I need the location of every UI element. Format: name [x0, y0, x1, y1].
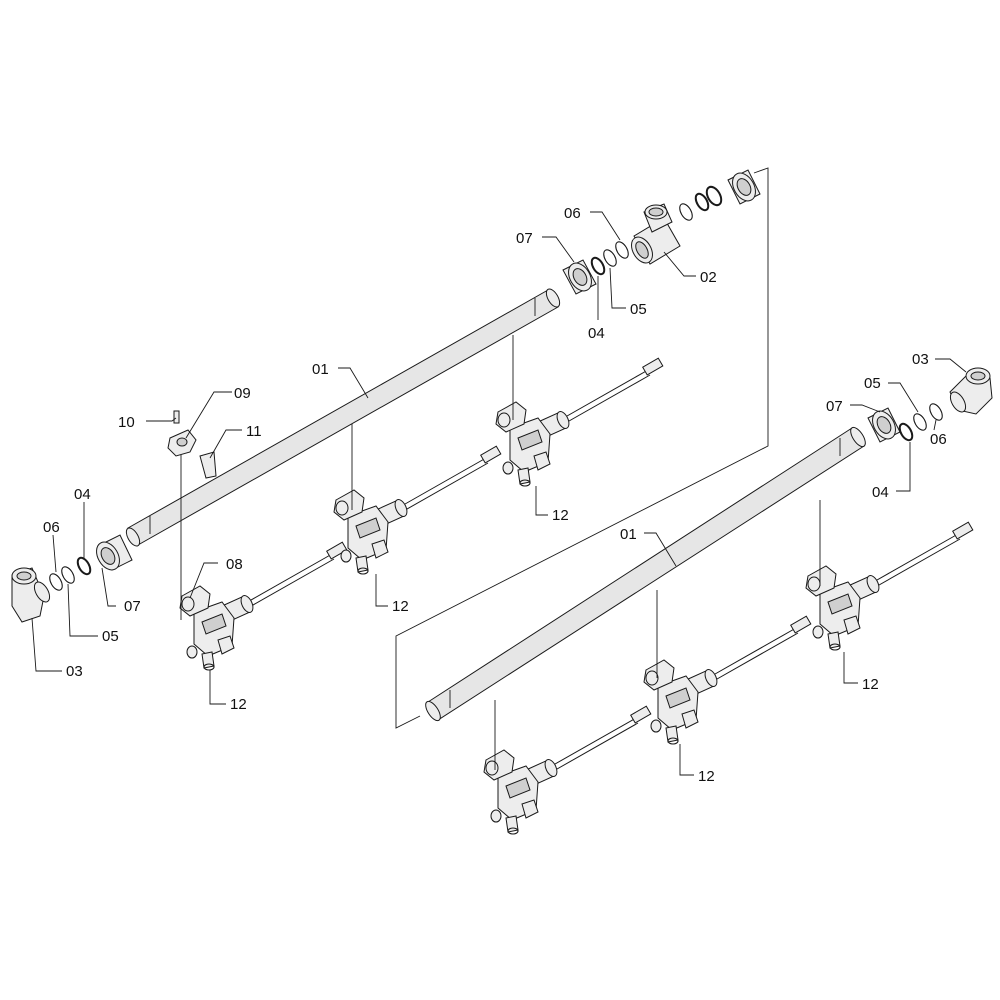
callout-01-upper: 01 — [312, 361, 329, 378]
callout-09: 09 — [234, 385, 251, 402]
elbow-03-right — [949, 367, 993, 415]
ring-04-upper — [590, 256, 606, 276]
nozzle-body-lower-2 — [643, 615, 812, 745]
callout-05-left: 05 — [102, 628, 119, 645]
upper-boom-assembly — [11, 169, 761, 671]
clip-09 — [167, 429, 197, 457]
callout-07-upper: 07 — [516, 230, 533, 247]
callout-03-right: 03 — [912, 351, 929, 368]
ring-right-2 — [694, 192, 710, 212]
nut-07-lower — [867, 407, 901, 443]
callout-12-lower-3: 12 — [862, 676, 879, 693]
callout-10: 10 — [118, 414, 135, 431]
callout-02: 02 — [700, 269, 717, 286]
callout-12-lower-2: 12 — [698, 768, 715, 785]
callout-06-left: 06 — [43, 519, 60, 536]
callout-06-upper: 06 — [564, 205, 581, 222]
pipe-upper — [125, 288, 561, 547]
nozzle-body-upper-3 — [495, 357, 664, 487]
ring-right-3 — [705, 185, 723, 207]
assembly-link-line — [395, 167, 769, 729]
ring-05-left — [61, 566, 75, 584]
ring-06-left — [49, 573, 63, 591]
callout-12-upper-1: 12 — [230, 696, 247, 713]
ring-04-lower — [898, 422, 914, 442]
ring-right-1 — [679, 203, 693, 221]
nut-07-upper — [562, 259, 597, 295]
callout-11: 11 — [246, 423, 262, 440]
callout-12-upper-3: 12 — [552, 507, 569, 524]
ring-04-left — [76, 556, 92, 576]
nut-07-left — [96, 534, 133, 571]
spring-clip-11 — [199, 451, 217, 479]
pipe-lower — [425, 426, 866, 722]
leader-lines — [31, 211, 967, 776]
lower-boom-assembly — [425, 367, 993, 835]
ring-05-lower — [913, 413, 927, 431]
callout-04-upper: 04 — [588, 325, 605, 342]
callout-07-right: 07 — [826, 398, 843, 415]
callout-05-right: 05 — [864, 375, 881, 392]
callout-01-lower: 01 — [620, 526, 637, 543]
callout-07-left: 07 — [124, 598, 141, 615]
callout-04-left: 04 — [74, 486, 91, 503]
ring-05-upper — [603, 249, 617, 267]
tee-fitting-02 — [631, 203, 681, 265]
callout-08: 08 — [226, 556, 243, 573]
nozzle-body-upper-2 — [333, 445, 502, 575]
nut-right-upper — [727, 169, 761, 205]
nozzle-body-upper-1 — [179, 541, 348, 671]
callout-05-upper: 05 — [630, 301, 647, 318]
callout-labels: 01 10 09 11 04 06 08 07 05 03 12 12 12 0… — [43, 205, 947, 785]
ring-06-lower — [929, 403, 943, 421]
nozzle-body-lower-1 — [483, 705, 652, 835]
elbow-03-left — [11, 567, 51, 623]
callout-04-right: 04 — [872, 484, 889, 501]
pin-10 — [173, 410, 180, 424]
callout-12-upper-2: 12 — [392, 598, 409, 615]
nozzle-body-lower-3 — [805, 521, 974, 651]
callout-06-right: 06 — [930, 431, 947, 448]
callout-03-left: 03 — [66, 663, 83, 680]
ring-06-upper — [615, 241, 629, 259]
